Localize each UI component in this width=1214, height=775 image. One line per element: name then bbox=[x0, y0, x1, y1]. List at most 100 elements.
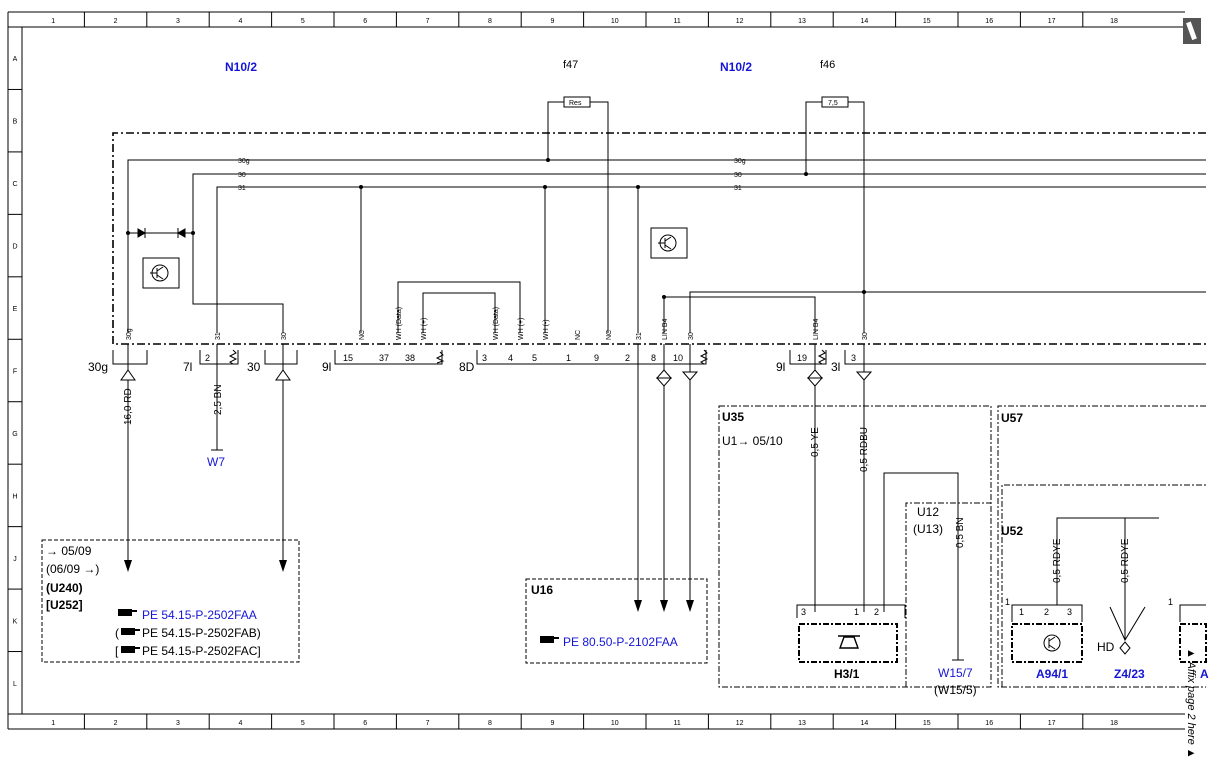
ref-box1-line2: (06/09 →) bbox=[46, 562, 99, 576]
ref-box1-ref3[interactable]: PE 54.15-P-2502FAC] bbox=[142, 644, 261, 658]
z423-junction bbox=[1109, 606, 1146, 655]
reference-box-1 bbox=[41, 539, 300, 663]
a941-pin-2: 2 bbox=[1044, 607, 1049, 617]
conn-8d-p1: 3 bbox=[482, 353, 487, 363]
a-cut-label: A bbox=[1200, 667, 1209, 681]
column-number: 5 bbox=[301, 18, 305, 25]
ref-box1-line3: (U240) bbox=[46, 581, 83, 595]
sheet-frame bbox=[7, 11, 1185, 730]
column-number: 10 bbox=[611, 720, 619, 727]
ref-box1-ref2[interactable]: PE 54.15-P-2502FAB) bbox=[142, 626, 261, 640]
pin-label-p31b: 31 bbox=[636, 332, 643, 340]
connector-strips bbox=[112, 344, 1206, 605]
conn-8d-p5: 9 bbox=[594, 353, 599, 363]
row-letter: J bbox=[13, 556, 17, 563]
conn-3l-pin: 3 bbox=[851, 353, 856, 363]
bus-30g-right: 30g bbox=[734, 158, 746, 165]
column-number: 10 bbox=[611, 18, 619, 25]
pin-label-p31a: 31 bbox=[215, 332, 222, 340]
pin-label-p30c: 30 bbox=[862, 332, 869, 340]
pointing-hand-icon bbox=[121, 628, 140, 635]
column-number: 5 bbox=[301, 720, 305, 727]
h31-pin-1: 1 bbox=[854, 607, 859, 617]
pin-label-linb4b: LIN B4 bbox=[813, 318, 820, 340]
a941-label: A94/1 bbox=[1036, 667, 1068, 681]
column-number: 8 bbox=[488, 18, 492, 25]
pen-icon bbox=[1183, 18, 1201, 44]
fuse-label-f47: f47 bbox=[563, 59, 578, 71]
pin-label-whminus: WH (-) bbox=[543, 319, 550, 340]
conn-8d-p4: 1 bbox=[566, 353, 571, 363]
row-letter: H bbox=[12, 493, 17, 500]
connector-arrows bbox=[120, 369, 873, 387]
h31-pin-2: 2 bbox=[874, 607, 879, 617]
conn-30g: 30g bbox=[88, 360, 108, 374]
ref-box2-ref[interactable]: PE 80.50-P-2102FAA bbox=[563, 635, 678, 649]
pin-label-nc3: NC bbox=[606, 330, 613, 340]
ref-box2-title: U16 bbox=[531, 583, 553, 597]
w15b-label: (W15/5) bbox=[934, 683, 977, 697]
ref-box1-ref1[interactable]: PE 54.15-P-2502FAA bbox=[142, 608, 257, 622]
row-letter: G bbox=[12, 431, 17, 438]
pin-label-whplus2: WH (+) bbox=[518, 318, 525, 340]
conn-8d-p3: 5 bbox=[532, 353, 537, 363]
ground-w7: W7 bbox=[207, 455, 225, 469]
bus-lines bbox=[127, 159, 1206, 333]
hd-label: HD bbox=[1097, 640, 1115, 654]
a941-strip bbox=[1011, 604, 1083, 622]
column-number: 6 bbox=[363, 18, 367, 25]
column-number: 9 bbox=[550, 18, 554, 25]
ref-box1-ref3-open: [ bbox=[115, 644, 119, 658]
fuse-label-f46: f46 bbox=[820, 59, 835, 71]
row-letter: L bbox=[13, 681, 17, 688]
column-number: 14 bbox=[861, 720, 869, 727]
pointing-hand-icon bbox=[121, 646, 140, 653]
pin-label-p30b: 30 bbox=[688, 332, 695, 340]
conn-8d-p7: 8 bbox=[651, 353, 656, 363]
pointing-hand-icon bbox=[540, 636, 559, 643]
diode-symbols bbox=[137, 228, 186, 238]
a941-component bbox=[1011, 623, 1083, 663]
transistor-icon bbox=[1043, 634, 1061, 652]
a-cut-strip bbox=[1179, 604, 1206, 622]
h31-strip bbox=[796, 604, 906, 618]
column-number: 16 bbox=[985, 18, 993, 25]
pin-label-whplus1: WH (+) bbox=[421, 318, 428, 340]
bus-30-right: 30 bbox=[734, 172, 742, 179]
column-number: 15 bbox=[923, 720, 931, 727]
module-label-left: N10/2 bbox=[225, 60, 257, 74]
conn-7l-pin: 2 bbox=[205, 353, 210, 363]
h31-pin-3: 3 bbox=[801, 607, 806, 617]
conn-8d: 8D bbox=[459, 360, 475, 374]
transistor-symbol-right bbox=[650, 227, 688, 259]
a-cut-component bbox=[1179, 623, 1207, 663]
column-number: 12 bbox=[736, 720, 744, 727]
conn-8d-p2: 4 bbox=[508, 353, 513, 363]
junction-dots bbox=[126, 158, 866, 299]
speaker-icon bbox=[838, 635, 860, 649]
harness-wires bbox=[127, 372, 1159, 661]
u13-label: (U13) bbox=[913, 522, 943, 536]
fuse-f46-value: 7,5 bbox=[828, 100, 838, 107]
u57-pin1b: 1 bbox=[1168, 597, 1173, 607]
pin-label-p30a: 30 bbox=[281, 332, 288, 340]
column-number: 2 bbox=[114, 720, 118, 727]
h31-label: H3/1 bbox=[834, 667, 860, 681]
ref-box1-line4: [U252] bbox=[46, 598, 83, 612]
fuse-f47-value: Res bbox=[569, 100, 582, 107]
wire-label-w6: 0,5 RDYE bbox=[1052, 538, 1063, 583]
internal-wiring bbox=[128, 128, 1206, 333]
column-number: 6 bbox=[363, 720, 367, 727]
fuse-f46 bbox=[805, 96, 865, 128]
conn-9l-p3: 38 bbox=[405, 353, 415, 363]
conn-9l-b: 9l bbox=[776, 360, 785, 374]
a941-pin-1: 1 bbox=[1019, 607, 1024, 617]
column-number: 17 bbox=[1048, 18, 1056, 25]
column-number: 11 bbox=[674, 720, 681, 727]
wire-label-w5: 0,5 BN bbox=[955, 517, 966, 548]
wire-label-w4: 0,5 RDBU bbox=[859, 427, 870, 472]
pointing-hand-icon bbox=[118, 609, 137, 616]
row-letter: F bbox=[13, 369, 17, 376]
